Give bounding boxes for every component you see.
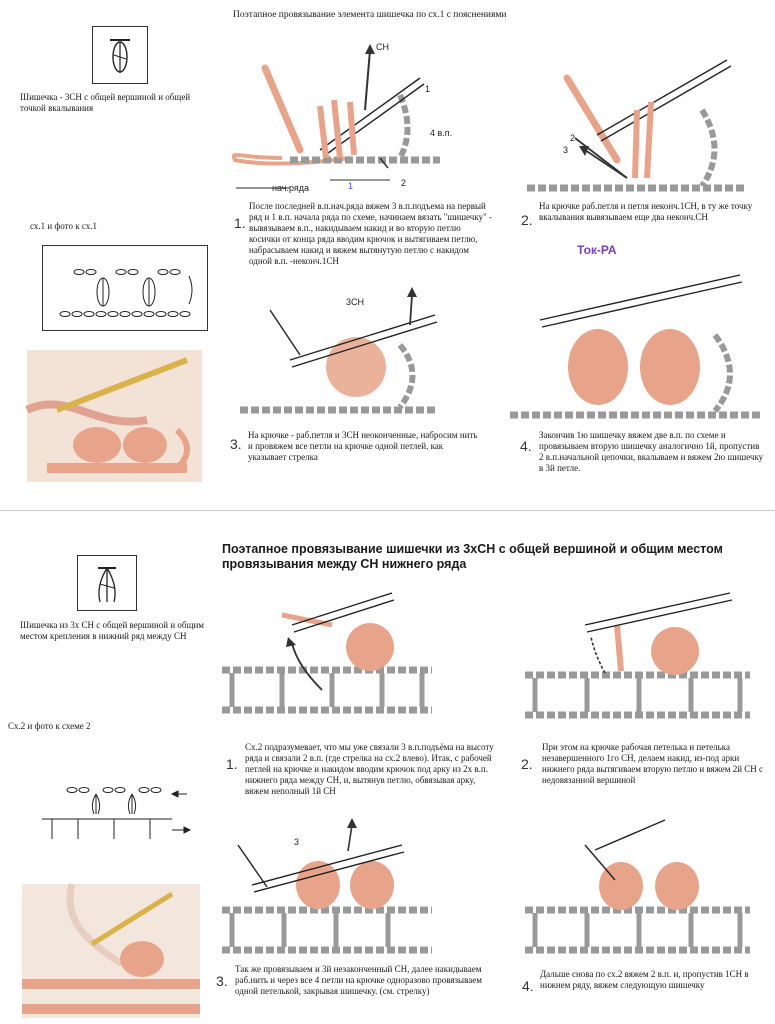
label-one-blue: 1: [348, 181, 354, 191]
label-two: 2: [401, 178, 407, 188]
step4-illustration: [510, 265, 765, 425]
scheme-caption-2: Сх.2 и фото к схеме 2: [8, 721, 91, 731]
label-four-vp: 4 в.п.: [430, 128, 453, 138]
label-ch: СН: [376, 42, 389, 52]
label-one: 1: [425, 84, 431, 94]
puff-stitch-symbol-icon: [110, 39, 130, 73]
p2-step3-text: Так же провязываем и 3й незаконченный СН…: [235, 964, 482, 996]
label-three-step2: 3: [563, 145, 569, 155]
p2-step3-illustration: [222, 815, 432, 960]
symbol-box-1: [92, 26, 148, 84]
step1-number: 1.: [234, 215, 246, 231]
photo-2: [22, 883, 200, 1018]
brand-label: Ток-РА: [577, 243, 617, 257]
step2-number: 2.: [521, 212, 533, 228]
p2-step2-text: При этом на крючке рабочая петелька и пе…: [542, 742, 764, 785]
scheme-2-diagram: [42, 787, 192, 839]
step3-text: На крючке - раб.петля и 3СН неоконченные…: [248, 430, 478, 462]
step3-number: 3.: [230, 436, 242, 452]
scheme-1-diagram: [59, 269, 193, 317]
step1-text: После последней в.п.нач.ряда вяжем 3 в.п…: [249, 201, 492, 266]
scheme-box-2: [22, 764, 208, 844]
title-part1: Поэтапное провязывание элемента шишечка …: [233, 10, 507, 20]
label-three-ch: 3СН: [346, 297, 365, 307]
puff-stitch-symbol-2-icon: [98, 567, 116, 603]
scheme-box-1: [42, 245, 208, 331]
step2-text: На крючке раб.петля и петля неконч.1СН, …: [539, 201, 753, 222]
p2-step2-illustration: [525, 585, 750, 725]
section-divider: [0, 510, 775, 511]
chain-row-top: [73, 269, 181, 275]
step2-illustration: [527, 50, 757, 200]
p2-step1-illustration: [222, 585, 432, 720]
photo-1: [25, 350, 202, 482]
title-part2-line2: провязывания между СН нижнего ряда: [222, 557, 467, 571]
p2-step4-number: 4.: [522, 978, 534, 994]
p2-step1-number: 1.: [226, 756, 238, 772]
label-nach-ryada: нач.ряда: [272, 183, 310, 193]
p2-step4-illustration: [525, 819, 750, 960]
p2-step1-text: Сх.2 подразумевает, что мы уже связали 3…: [245, 742, 494, 796]
p2-step3-number: 3.: [216, 973, 228, 989]
label-two-step2: 2: [570, 133, 576, 143]
step4-text: Закончив 1ю шишечку вяжем две в.п. по сх…: [539, 430, 764, 473]
p2-label-three: 3: [294, 837, 300, 847]
step3-illustration: [230, 285, 445, 425]
step4-number: 4.: [520, 438, 532, 454]
p2-step2-number: 2.: [521, 756, 533, 772]
chain-row-base: [59, 311, 191, 317]
scheme-caption-1: сх.1 и фото к сх.1: [30, 221, 97, 231]
symbol-caption-2: Шишечка из 3х СН с общей вершиной и общи…: [20, 620, 204, 641]
title-part2: Поэтапное провязывание шишечки из 3хСН с…: [222, 542, 762, 572]
photo-2-illustration: [22, 883, 200, 1018]
photo-1-illustration: [25, 350, 202, 482]
p2-step4-text: Дальше снова по сх.2 вяжем 2 в.п. и, про…: [540, 969, 749, 990]
step1-illustration: [230, 40, 445, 190]
symbol-box-2: [77, 555, 137, 611]
symbol-caption-1: Шишечка - 3СН с общей вершиной и общей т…: [20, 92, 191, 113]
title-part2-line1: Поэтапное провязывание шишечки из 3хСН с…: [222, 542, 723, 556]
